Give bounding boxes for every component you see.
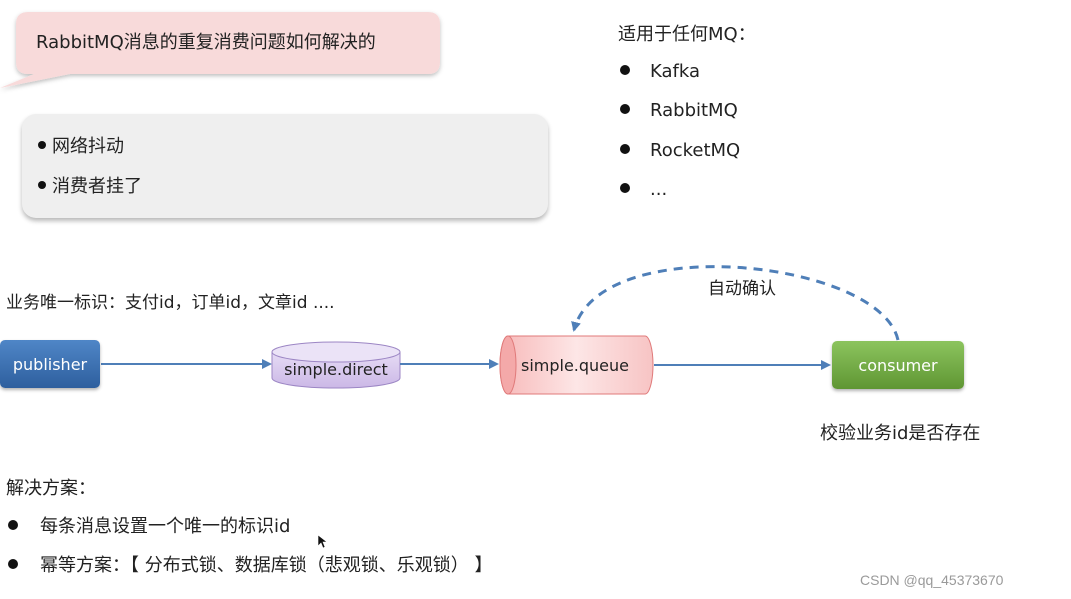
bullet-icon xyxy=(38,141,46,149)
consumer-node: consumer xyxy=(832,341,964,389)
queue-cylinder xyxy=(499,335,654,395)
bullet-icon xyxy=(620,183,630,193)
consumer-label: consumer xyxy=(858,355,938,375)
causes-box xyxy=(22,114,548,218)
publisher-label: publisher xyxy=(12,354,88,374)
queue-label: simple.queue xyxy=(520,356,630,375)
title-callout-shape xyxy=(0,12,440,88)
cause-label: 消费者挂了 xyxy=(52,176,142,197)
mq-list-item: RocketMQ xyxy=(620,140,740,161)
bullet-icon xyxy=(620,104,630,114)
business-id-note: 业务唯一标识：支付id，订单id，文章id .... xyxy=(6,293,335,313)
solutions-title: 解决方案： xyxy=(6,478,96,499)
solution-label: 每条消息设置一个唯一的标识id xyxy=(40,516,291,537)
watermark: CSDN @qq_45373670 xyxy=(860,572,1004,588)
cause-label: 网络抖动 xyxy=(52,136,124,157)
auto-ack-arrow xyxy=(571,265,900,341)
slide-title: RabbitMQ消息的重复消费问题如何解决的 xyxy=(36,32,376,53)
exchange-cylinder xyxy=(271,341,401,389)
bullet-icon xyxy=(620,65,630,75)
bullet-icon xyxy=(620,144,630,154)
solution-label: 幂等方案：【 分布式锁、数据库锁（悲观锁、乐观锁） 】 xyxy=(40,555,493,576)
consumer-note: 校验业务id是否存在 xyxy=(820,423,981,444)
bullet-icon xyxy=(38,181,46,189)
cause-item: 消费者挂了 xyxy=(38,172,142,198)
mq-label: Kafka xyxy=(650,61,700,82)
mq-list-item: RabbitMQ xyxy=(620,100,738,121)
bullet-icon xyxy=(8,520,18,530)
cause-item: 网络抖动 xyxy=(38,132,124,158)
flow-diagram xyxy=(101,265,900,395)
mouse-cursor-icon xyxy=(318,535,328,549)
solution-item: 每条消息设置一个唯一的标识id xyxy=(8,512,290,538)
mq-label: ... xyxy=(650,179,668,200)
auto-ack-label: 自动确认 xyxy=(708,279,776,299)
mq-label: RabbitMQ xyxy=(650,100,738,121)
bullet-icon xyxy=(8,559,18,569)
mq-label: RocketMQ xyxy=(650,140,741,161)
applicable-mq-title: 适用于任何MQ： xyxy=(618,24,756,45)
mq-list-item: Kafka xyxy=(620,61,700,82)
solution-item: 幂等方案：【 分布式锁、数据库锁（悲观锁、乐观锁） 】 xyxy=(8,551,492,577)
publisher-node: publisher xyxy=(0,340,100,388)
mq-list-item: ... xyxy=(620,179,667,200)
exchange-label: simple.direct xyxy=(284,360,388,379)
